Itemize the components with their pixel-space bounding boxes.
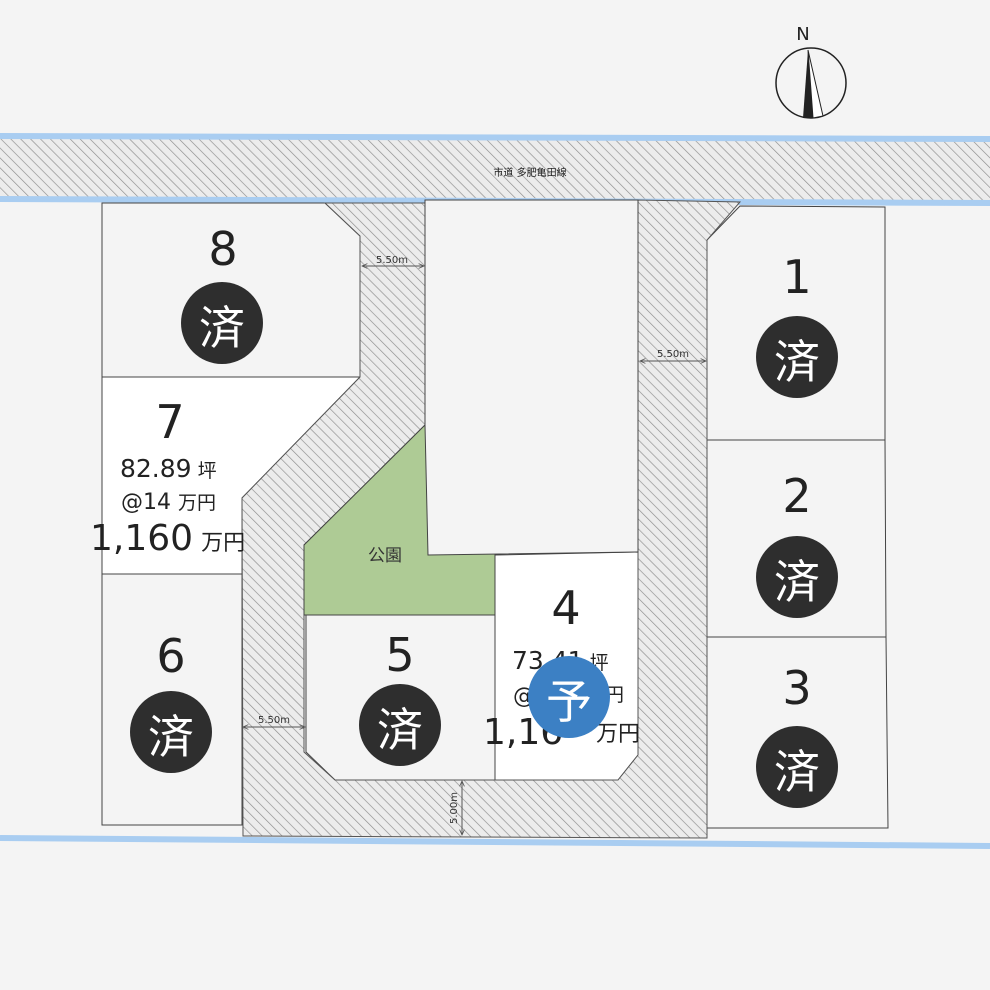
lot-number-2: 2 [782,469,811,523]
bottom-boundary-line [0,835,990,849]
park-label: 公園 [368,546,402,566]
sold-badge-8 [181,282,263,364]
central-block [424,199,639,556]
dimension-top-left: 5.50m [362,255,424,266]
sold-badge-5 [359,684,441,766]
lot-number-8: 8 [208,222,237,276]
status-4: 予 [546,675,592,729]
dimension-bottom: 5.00m [449,781,462,835]
sold-badge-3 [756,726,838,808]
status-6: 済 [148,710,194,764]
svg-text:5.50m: 5.50m [657,349,689,360]
status-5: 済 [377,703,423,757]
status-3: 済 [774,745,820,799]
lot-number-6: 6 [156,629,185,683]
sold-badge-1 [756,316,838,398]
lot-number-7: 7 [155,395,184,449]
reserved-badge-4 [528,656,610,738]
lots [101,202,889,829]
status-2: 済 [774,555,820,609]
svg-text:5.00m: 5.00m [449,792,460,824]
north-compass: N [775,24,847,119]
main-road: 市道 多肥亀田線 [0,133,990,206]
road-name-label: 市道 多肥亀田線 [493,166,566,179]
status-1: 済 [774,335,820,389]
svg-text:5.50m: 5.50m [376,255,408,266]
lot-number-4: 4 [551,581,580,635]
lot-4-total-unit: 万円 [596,722,640,747]
status-8: 済 [199,301,245,355]
north-arrow-icon [803,50,813,118]
dimension-left-lower: 5.50m [243,715,305,727]
dimension-top-right: 5.50m [640,349,706,361]
sold-badge-2 [756,536,838,618]
compass-label: N [796,24,809,45]
sold-badge-6 [130,691,212,773]
lot-number-1: 1 [782,250,811,304]
lot-number-5: 5 [385,628,414,682]
svg-text:5.50m: 5.50m [258,715,290,726]
lot-number-3: 3 [782,661,811,715]
